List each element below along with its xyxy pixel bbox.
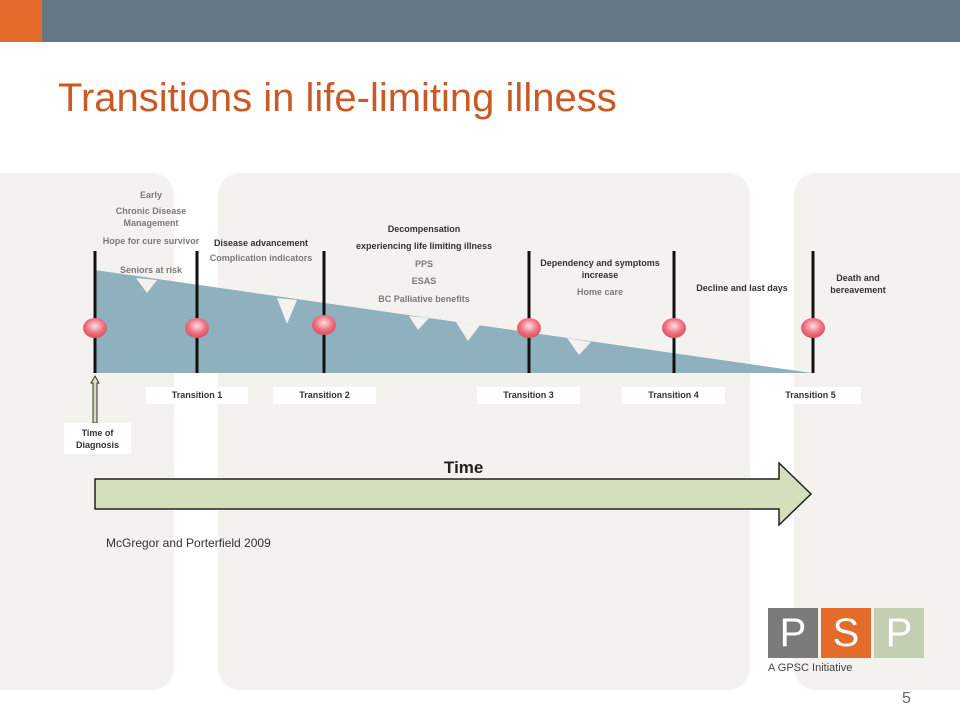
time-axis-label: Time (444, 458, 484, 477)
page-number: 5 (902, 690, 911, 707)
phase-decompensation-sub: experiencing life limiting illness (355, 241, 493, 251)
phase-decline-label: Decline and last days (696, 283, 788, 293)
phase-decompensation-title: Decompensation (387, 224, 461, 234)
dip-notch-3 (409, 316, 429, 330)
time-of-diagnosis-label: Time of Diagnosis (64, 423, 131, 454)
psp-logo: P S P A GPSC Initiative (768, 608, 924, 678)
background-panel-right (794, 173, 960, 690)
transition-marker-5 (801, 318, 825, 338)
phase-early-cdm-label: Chronic Disease Management (115, 206, 187, 228)
transition-marker-1 (185, 318, 209, 338)
logo-letter-p1: P (768, 608, 818, 658)
citation-text: McGregor and Porterfield 2009 (106, 536, 271, 550)
transition-4-label: Transition 4 (622, 387, 725, 404)
phase-early-label: Early (139, 190, 163, 200)
background-panel-center (218, 173, 750, 690)
phase-early-hope-label: Hope for cure survivor (102, 236, 200, 246)
header-accent-square (0, 0, 42, 42)
logo-letter-p2: P (874, 608, 924, 658)
phase-decompensation-bc: BC Palliative benefits (378, 294, 470, 304)
header-bar (0, 0, 960, 42)
phase-death-label: Death and bereavement (830, 273, 886, 295)
dip-notch-1 (136, 278, 157, 293)
phase-decompensation-esas: ESAS (411, 276, 437, 286)
dip-notch-5 (567, 338, 591, 355)
transition-1-label: Transition 1 (146, 387, 248, 404)
time-arrow (94, 461, 813, 527)
phase-decompensation-pps: PPS (414, 259, 433, 269)
phase-early-seniors-label: Seniors at risk (119, 265, 183, 275)
phase-advancement-title: Disease advancement (213, 238, 309, 248)
transition-marker-2 (312, 315, 336, 335)
transition-3-label: Transition 3 (477, 387, 580, 404)
transition-marker-4 (662, 318, 686, 338)
phase-dependency-sub: Home care (576, 287, 624, 297)
slide-title: Transitions in life-limiting illness (58, 76, 617, 120)
transition-marker-0 (83, 318, 107, 338)
phase-advancement-sub: Complication indicators (209, 253, 313, 263)
phase-dependency-title: Dependency and symptoms increase (540, 258, 660, 280)
illness-trajectory-wedge (95, 270, 812, 373)
diagnosis-up-arrow (90, 374, 100, 424)
logo-subtitle: A GPSC Initiative (768, 662, 853, 674)
transition-marker-3 (517, 318, 541, 338)
transition-5-label: Transition 5 (760, 387, 861, 404)
dip-notch-2 (277, 298, 297, 324)
dip-notch-4 (456, 322, 480, 341)
transition-2-label: Transition 2 (273, 387, 376, 404)
logo-letter-s: S (821, 608, 871, 658)
